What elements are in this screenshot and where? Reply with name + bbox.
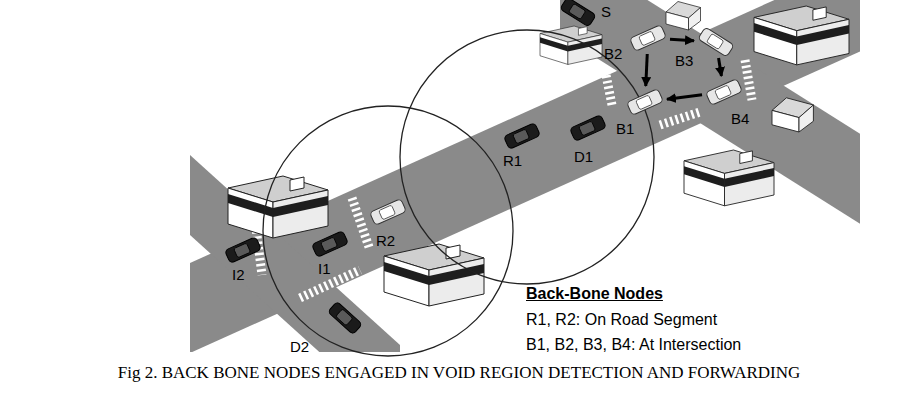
crosswalk [352,198,370,250]
car-shape [568,114,608,142]
node-label: B3 [675,52,693,69]
cross-road [560,0,860,230]
node-label: R1 [503,152,522,169]
vehicle-node: B2 [628,24,668,52]
node-label: B4 [731,110,749,127]
car-shape [502,122,542,150]
node-label: B1 [616,120,634,137]
car-shape [223,236,263,264]
car-body [698,27,734,57]
car-hull [328,301,363,334]
car-body [312,231,349,258]
car-body [328,301,363,334]
forward-arrow [646,54,648,86]
node-label: I1 [318,260,331,277]
car-hull [570,115,607,142]
road-network [190,0,860,352]
range-circle [400,30,654,284]
vehicle-node: I1 [310,230,350,258]
car-body [630,25,667,52]
house [772,98,813,132]
car-shape [696,28,736,56]
car-hull [560,0,596,27]
car-shape [625,88,665,116]
car-shape [310,230,350,258]
car-roof [336,309,353,326]
car-roof [379,205,396,220]
house [666,2,701,31]
node-label: B2 [604,45,622,62]
node-label: D2 [290,338,309,355]
building [684,150,774,206]
building [228,176,328,238]
car-roof [321,237,338,252]
car-body [370,199,407,226]
car-body [627,89,664,116]
car-shape [704,78,744,106]
car-body [504,123,541,150]
car-roof [513,129,530,144]
car-roof [636,95,653,110]
car-roof [715,85,732,100]
legend-text: B1, B2, B3, B4: At Intersection [526,336,741,354]
buildings [228,2,849,307]
vehicle-node: B3 [696,28,736,56]
car-shape [628,24,668,52]
car-roof [234,243,251,258]
car-roof [707,34,724,50]
forward-arrow [667,95,702,99]
vehicle-node: D2 [325,304,365,332]
car-hull [627,89,664,116]
car-hull [630,25,667,52]
node-label: S [601,3,611,20]
building [754,6,849,65]
car-body [706,79,743,106]
car-hull [504,123,541,150]
vehicle-node: R2 [368,198,408,226]
car-body [570,115,607,142]
car-hull [706,79,743,106]
forward-arrow [719,58,722,76]
car-body [560,0,596,27]
car-body [225,237,262,264]
node-label: I2 [232,266,245,283]
crosswalk [745,60,752,100]
vehicle-node: B4 [704,78,744,106]
legend-heading: Back-Bone Nodes [526,285,663,303]
vehicle-node: R1 [502,122,542,150]
node-label: R2 [376,232,395,249]
node-label: D1 [574,148,593,165]
crosswalk [605,70,612,105]
car-roof [569,4,586,20]
car-shape [325,304,365,332]
car-hull [698,27,734,57]
vehicle-node: D1 [568,114,608,142]
vehicle-node: I2 [223,236,263,264]
vehicle-node: B1 [625,88,665,116]
car-shape [558,0,598,26]
car-hull [225,237,262,264]
car-hull [370,199,407,226]
range-circle [263,106,513,356]
cross-road [190,155,400,352]
car-roof [639,31,656,46]
crosswalk [660,112,700,125]
vehicle-node: S [558,0,598,26]
forward-arrow [670,39,694,40]
legend-text: R1, R2: On Road Segment [526,311,717,329]
car-hull [312,231,349,258]
figure-caption: Fig 2. BACK BONE NODES ENGAGED IN VOID R… [118,363,801,383]
car-roof [579,121,596,136]
building [384,244,484,306]
car-shape [368,198,408,226]
